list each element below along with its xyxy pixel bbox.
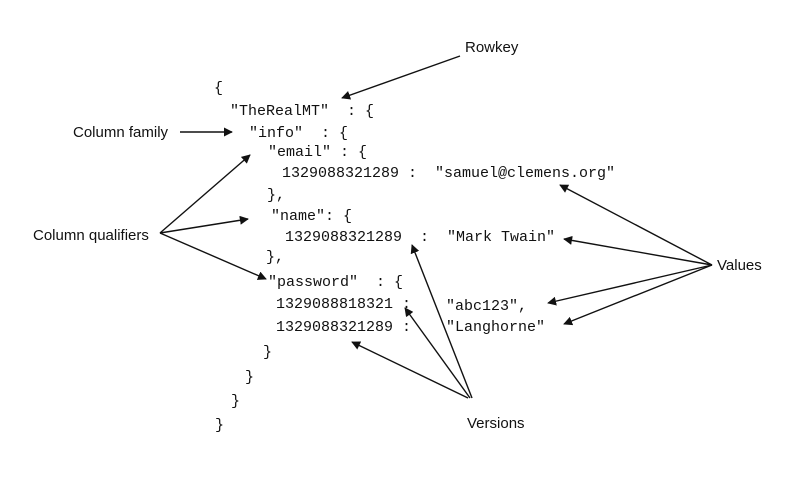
value-arrow-name — [563, 235, 713, 266]
code-email-close: }, — [267, 187, 286, 204]
code-name-qualifier-line: "name": { — [271, 208, 353, 225]
code-rowkey-line: "TheRealMT" : { — [230, 103, 375, 120]
value-arrow-password-2 — [563, 264, 713, 326]
code-password-value-2: "Langhorne" — [446, 319, 546, 336]
version-arrow-password-2 — [351, 341, 469, 399]
versions-label: Versions — [467, 415, 525, 432]
code-password-value-1: "abc123", — [446, 298, 528, 315]
values-label: Values — [717, 257, 762, 274]
column-qualifiers-label: Column qualifiers — [33, 227, 149, 244]
code-password-version-1: 1329088818321 : — [276, 296, 412, 313]
code-password-close: } — [263, 344, 273, 361]
code-info-close: } — [245, 369, 255, 386]
qualifier-arrow-name — [159, 215, 249, 234]
code-brace-open-root: { — [214, 80, 224, 97]
value-arrow-email — [559, 184, 713, 266]
code-email-qualifier-line: "email" : { — [268, 144, 368, 161]
code-password-qualifier-line: "password" : { — [268, 274, 404, 291]
version-arrow-password-1 — [404, 307, 471, 399]
column-family-label: Column family — [73, 124, 169, 141]
rowkey-label: Rowkey — [465, 39, 519, 56]
code-name-close: }, — [266, 249, 285, 266]
code-name-value-line: 1329088321289 : "Mark Twain" — [285, 229, 556, 246]
rowkey-arrow — [341, 55, 461, 100]
code-rowkey-close: } — [231, 393, 241, 410]
code-password-version-2: 1329088321289 : — [276, 319, 412, 336]
version-arrow-name — [410, 244, 473, 399]
value-arrow-password-1 — [547, 264, 713, 306]
code-email-value-line: 1329088321289 : "samuel@clemens.org" — [282, 165, 616, 182]
code-root-close: } — [215, 417, 225, 434]
qualifier-arrow-email — [159, 154, 251, 234]
code-column-family-line: "info" : { — [249, 125, 349, 142]
qualifier-arrow-password — [159, 232, 267, 280]
